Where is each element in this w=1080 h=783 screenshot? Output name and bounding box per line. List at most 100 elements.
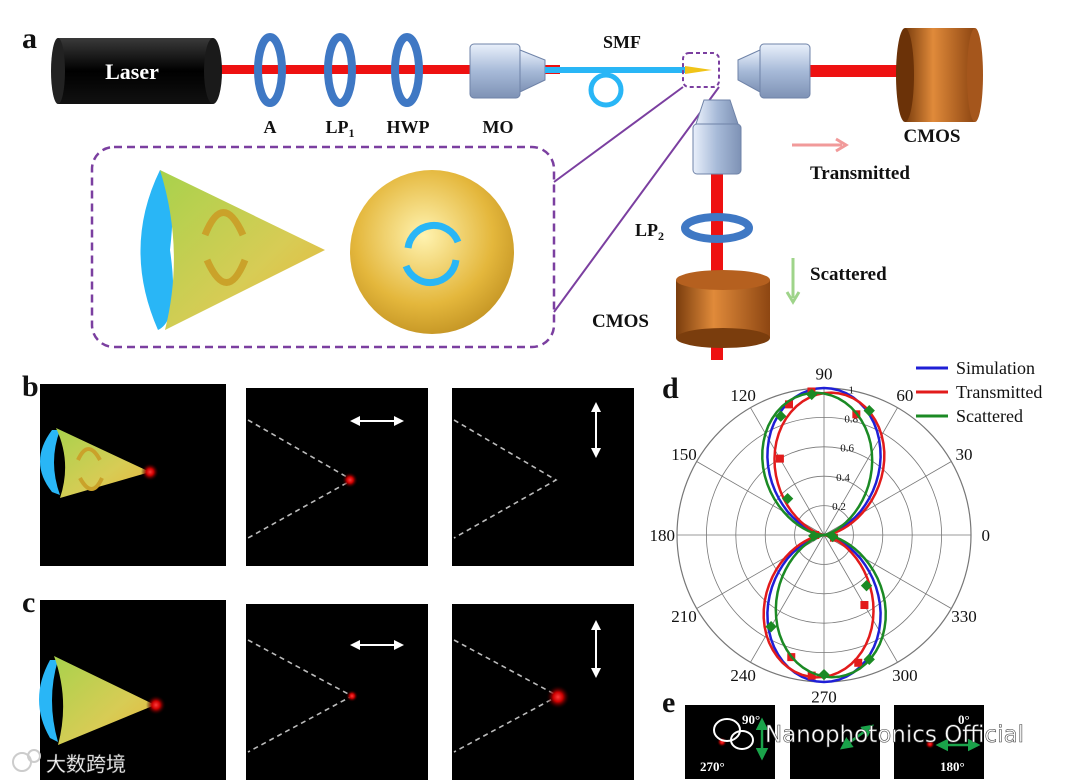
series-scattered-point	[808, 530, 820, 542]
polarizer-LP1	[324, 33, 356, 107]
label-MO: MO	[483, 117, 514, 137]
panel-d-polar-chart: d 03060901201501802102402703003300.20.40…	[650, 358, 1043, 707]
panel-b-spot-1	[141, 463, 159, 481]
polar-angle-tick: 30	[956, 445, 973, 464]
panel-b-spot-2	[342, 472, 358, 488]
panel-b-outline-3	[453, 419, 558, 539]
polar-angle-tick: 60	[896, 386, 913, 405]
polar-angle-tick: 330	[951, 607, 977, 626]
laser-label: Laser	[105, 59, 159, 84]
laser-beam	[200, 65, 560, 74]
zoom-line-top	[553, 86, 684, 183]
panel-a: a Laser A LP1 HWP MO	[22, 22, 983, 360]
series-scattered-point	[863, 653, 875, 665]
polar-angle-tick: 120	[730, 386, 756, 405]
legend-label: Scattered	[956, 406, 1023, 426]
label-scattered: Scattered	[810, 264, 887, 285]
label-SMF: SMF	[603, 32, 641, 52]
cmos-camera-bottom	[676, 270, 770, 348]
microscope-objective-right	[737, 43, 811, 99]
watermark: Nanophotonics Official 大数跨境	[12, 718, 1024, 776]
brand-logo-icon	[12, 749, 41, 772]
panel-e-arrow-2	[839, 724, 875, 750]
panel-d-label: d	[662, 372, 679, 405]
laser-source: Laser	[51, 38, 222, 104]
label-A: A	[264, 117, 277, 137]
inset-disc	[350, 170, 514, 334]
label-HWP: HWP	[387, 117, 430, 137]
polar-radial-tick: 0.4	[836, 472, 850, 484]
panel-a-label: a	[22, 22, 37, 55]
panel-e-angle-270: 270°	[700, 759, 725, 774]
inset-cone	[140, 170, 325, 330]
legend-label: Simulation	[956, 358, 1035, 378]
series-scattered-point	[818, 668, 830, 681]
label-LP2: LP2	[635, 220, 664, 243]
panel-b-image-3	[452, 388, 634, 566]
half-wave-plate	[391, 33, 423, 107]
panel-e-angle-180: 180°	[940, 759, 965, 774]
polarizer-A	[254, 33, 286, 107]
panel-c-label: c	[22, 586, 35, 619]
panel-b-cone	[40, 428, 150, 498]
cmos-camera-right	[896, 28, 983, 122]
series-scattered-point	[860, 580, 873, 592]
panel-e-label: e	[662, 686, 675, 719]
polar-spoke	[823, 534, 898, 663]
series-transmitted-point	[807, 671, 816, 680]
polar-angle-tick: 270	[811, 688, 837, 707]
zoom-line-bottom	[553, 86, 720, 313]
polar-angle-tick: 0	[981, 526, 990, 545]
series-transmitted-point	[860, 601, 869, 610]
polar-spoke	[750, 407, 825, 536]
zoom-box	[682, 52, 720, 88]
panel-c: c	[22, 586, 634, 780]
legend-label: Transmitted	[956, 382, 1042, 402]
series-transmitted-point	[775, 454, 784, 463]
series-scattered-point	[806, 388, 818, 401]
polarizer-LP2	[681, 213, 753, 243]
label-cmos-right: CMOS	[904, 126, 961, 147]
watermark-text: Nanophotonics Official	[765, 722, 1024, 748]
microscope-objective	[469, 43, 546, 99]
polar-radial-tick: 0.2	[832, 501, 846, 513]
panel-c-spot-2	[346, 690, 358, 702]
series-scattered-point	[781, 492, 794, 505]
panel-b-label: b	[22, 370, 39, 403]
panel-c-image-2	[246, 604, 428, 780]
polar-angle-tick: 90	[816, 364, 833, 383]
polar-series	[761, 386, 887, 684]
series-transmitted-point	[784, 400, 793, 409]
panel-e-angle-0: 0°	[958, 712, 970, 727]
panel-c-image-3	[452, 604, 634, 780]
microscope-objective-vertical	[692, 99, 742, 175]
panel-e: e 90° 270° 0° 180°	[662, 686, 984, 779]
label-transmitted: Transmitted	[810, 163, 910, 184]
polar-spoke	[750, 534, 825, 663]
panel-b-image-2	[246, 388, 428, 566]
panel-c-spot-1	[146, 695, 166, 715]
brand-watermark: 大数跨境	[46, 752, 126, 776]
series-scattered-point	[775, 410, 787, 422]
panel-e-angle-90: 90°	[742, 712, 760, 727]
panel-c-cone	[39, 656, 155, 745]
polar-radial-tick: 1	[848, 384, 854, 396]
polar-angle-tick: 300	[892, 666, 918, 685]
polar-angle-tick: 210	[671, 607, 697, 626]
polar-angle-tick: 180	[650, 526, 676, 545]
wechat-icon	[713, 718, 754, 750]
series-scattered-point	[827, 530, 839, 543]
inset-box	[90, 145, 556, 349]
label-cmos-bottom: CMOS	[592, 311, 649, 332]
series-scattered-line	[761, 391, 887, 679]
series-scattered-point	[765, 621, 777, 633]
label-LP1: LP1	[325, 117, 354, 140]
series-scattered-point	[863, 405, 875, 417]
series-transmitted-point	[854, 658, 863, 667]
single-mode-fiber	[545, 66, 712, 108]
panel-c-spot-3	[546, 685, 570, 709]
polar-angle-tick: 150	[671, 445, 697, 464]
polar-spoke	[823, 407, 898, 536]
